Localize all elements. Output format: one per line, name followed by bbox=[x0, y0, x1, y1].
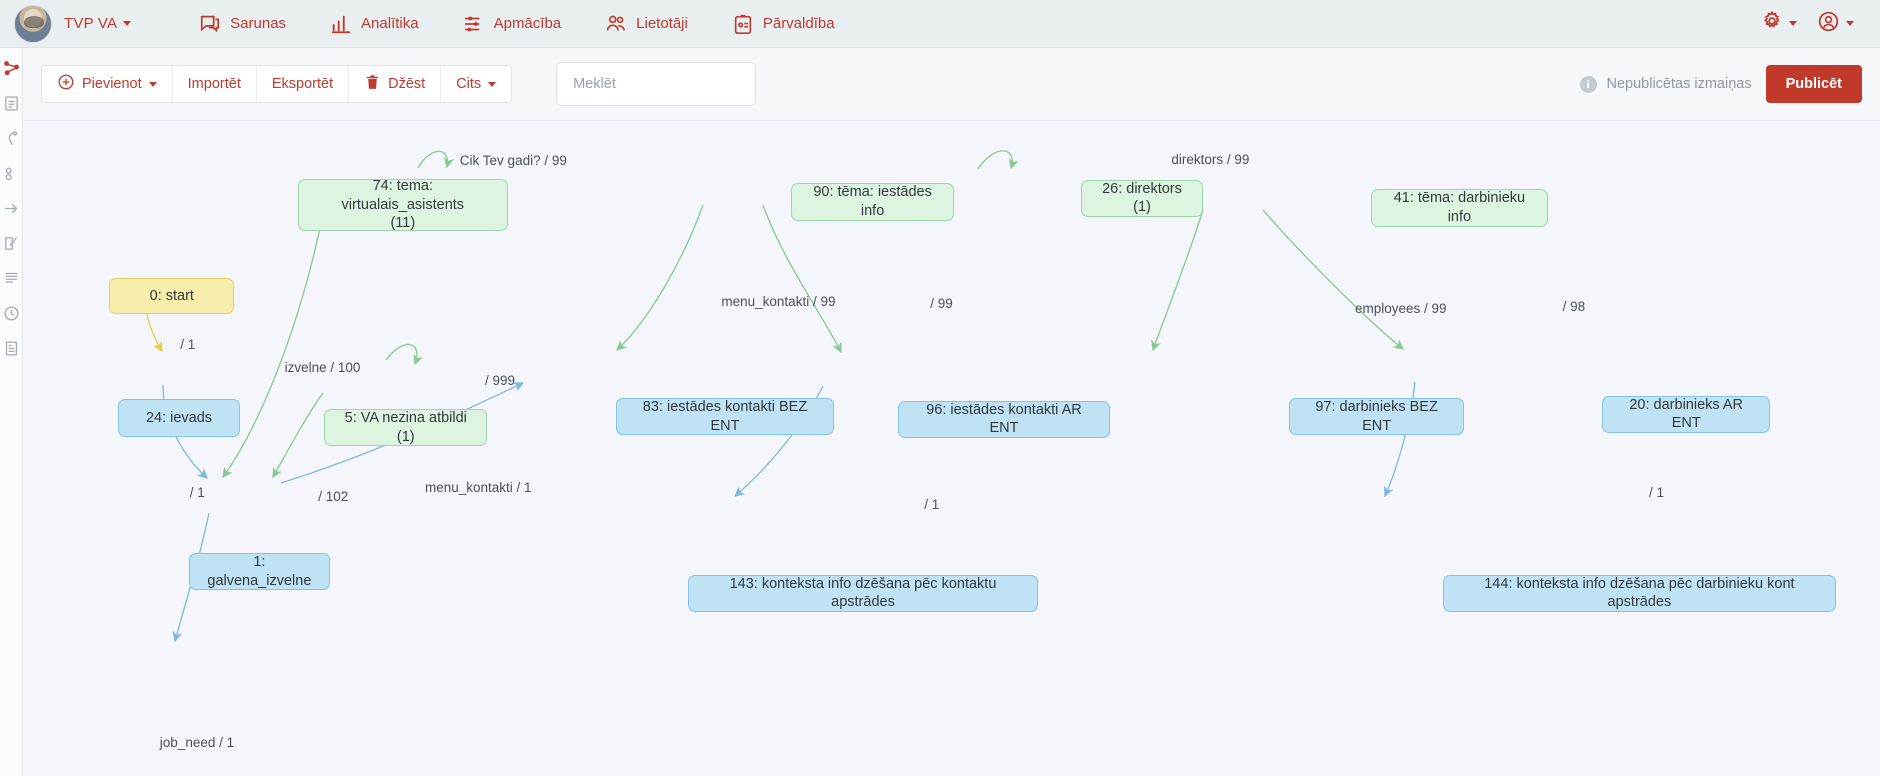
export-button[interactable]: Eksportēt bbox=[256, 66, 350, 102]
graph-node-n1[interactable]: 1: galvena_izvelne bbox=[188, 553, 331, 591]
notes-icon[interactable] bbox=[3, 340, 20, 357]
account-menu-button[interactable] bbox=[1809, 4, 1862, 44]
brand-label: TVP VA bbox=[64, 15, 118, 32]
entities-icon[interactable] bbox=[3, 165, 20, 182]
edit-box-icon[interactable] bbox=[3, 235, 20, 252]
publish-button[interactable]: Publicēt bbox=[1765, 65, 1862, 103]
list-icon[interactable] bbox=[3, 270, 20, 287]
toolbar-right-actions: i Nepublicētas izmaiņas Publicēt bbox=[1579, 65, 1862, 103]
edge-label: / 999 bbox=[485, 373, 516, 388]
settings-menu-button[interactable] bbox=[1753, 4, 1805, 43]
edge-label: / 102 bbox=[318, 489, 349, 505]
arrow-right-icon[interactable] bbox=[3, 200, 20, 217]
bar-chart-icon bbox=[330, 13, 352, 35]
graph-node-n144[interactable]: 144: konteksta info dzēšana pēc darbinie… bbox=[1442, 574, 1837, 612]
graph-node-n41[interactable]: 41: tēma: darbinieku info bbox=[1370, 189, 1549, 227]
nav-item-apmaciba[interactable]: Apmācība bbox=[441, 0, 584, 48]
edge-label: / 99 bbox=[930, 296, 953, 312]
edge-label: / 1 bbox=[180, 337, 196, 352]
edge-label: Cik Tev gadi? / 99 bbox=[459, 153, 567, 169]
export-button-label: Eksportēt bbox=[271, 76, 334, 92]
chat-icon bbox=[199, 13, 221, 35]
flow-graph-icon[interactable] bbox=[3, 60, 20, 77]
chevron-down-icon bbox=[488, 81, 497, 87]
nav-label: Sarunas bbox=[230, 15, 287, 32]
nav-item-parvaldiba[interactable]: Pārvaldība bbox=[710, 0, 857, 48]
nav-label: Apmācība bbox=[493, 15, 562, 32]
edge-label: employees / 99 bbox=[1355, 301, 1447, 316]
nav-item-lietotaji[interactable]: Lietotāji bbox=[583, 0, 710, 48]
graph-node-n5[interactable]: 5: VA nezina atbildi (1) bbox=[324, 409, 488, 447]
editor-toolbar: Pievienot Importēt Eksportēt Džēst Cits … bbox=[23, 48, 1880, 121]
edge-label: izvelne / 100 bbox=[284, 359, 361, 375]
edge-label: / 1 bbox=[189, 484, 205, 500]
brand-selector[interactable]: TVP VA bbox=[64, 15, 132, 32]
users-icon bbox=[605, 13, 627, 35]
graph-node-n24[interactable]: 24: ievads bbox=[117, 399, 241, 437]
search-input[interactable] bbox=[571, 75, 742, 93]
nav-item-analitika[interactable]: Analītika bbox=[308, 0, 441, 48]
delete-button[interactable]: Džēst bbox=[349, 66, 442, 102]
clock-icon[interactable] bbox=[3, 305, 20, 322]
gear-icon bbox=[1761, 10, 1783, 37]
graph-node-n74[interactable]: 74: tema: virtualais_asistents (11) bbox=[297, 178, 508, 232]
unpublished-changes-label: Nepublicētas izmaiņas bbox=[1606, 76, 1752, 92]
info-icon: i bbox=[1579, 75, 1597, 93]
nav-label: Pārvaldība bbox=[762, 15, 835, 32]
import-button-label: Importēt bbox=[187, 76, 241, 92]
edge-label: direktors / 99 bbox=[1171, 152, 1250, 168]
import-button[interactable]: Importēt bbox=[172, 66, 257, 102]
topbar-right-actions bbox=[1753, 4, 1880, 44]
intent-icon[interactable] bbox=[3, 130, 20, 147]
edge-label: / 1 bbox=[924, 496, 940, 512]
nav-item-sarunas[interactable]: Sarunas bbox=[177, 0, 308, 48]
chevron-down-icon bbox=[148, 81, 157, 87]
flow-graph-canvas[interactable]: 74: tema: virtualais_asistents (11) 0: st… bbox=[23, 121, 1880, 776]
nav-label: Lietotāji bbox=[636, 15, 688, 32]
graph-node-n26[interactable]: 26: direktors (1) bbox=[1081, 179, 1203, 217]
graph-node-n143[interactable]: 143: konteksta info dzēšana pēc kontaktu… bbox=[687, 574, 1039, 612]
chevron-down-icon bbox=[1846, 21, 1854, 26]
toolbar-button-group: Pievienot Importēt Eksportēt Džēst Cits bbox=[41, 65, 513, 103]
edge-label: / 98 bbox=[1562, 298, 1586, 314]
top-navigation-bar: TVP VA Sarunas Analītika Apmācība bbox=[0, 0, 1880, 48]
document-icon[interactable] bbox=[3, 95, 20, 112]
trash-icon bbox=[364, 74, 381, 95]
edge-label: menu_kontakti / 99 bbox=[721, 293, 836, 309]
graph-node-n0[interactable]: 0: start bbox=[109, 278, 235, 315]
edge-label: menu_kontakti / 1 bbox=[425, 479, 532, 495]
id-card-icon bbox=[732, 13, 754, 35]
graph-node-n83[interactable]: 83: iestādes kontakti BEZ ENT bbox=[615, 398, 835, 436]
graph-node-n20[interactable]: 20: darbinieks AR ENT bbox=[1602, 395, 1771, 433]
delete-button-label: Džēst bbox=[388, 76, 426, 92]
unpublished-changes-status: i Nepublicētas izmaiņas bbox=[1579, 75, 1752, 93]
more-button-label: Cits bbox=[456, 76, 482, 92]
add-button-label: Pievienot bbox=[82, 76, 142, 92]
user-circle-icon bbox=[1817, 10, 1840, 38]
search-box[interactable] bbox=[556, 62, 757, 106]
more-button[interactable]: Cits bbox=[441, 66, 512, 102]
nav-label: Analītika bbox=[361, 15, 419, 32]
avatar bbox=[14, 4, 52, 43]
left-icon-rail bbox=[0, 48, 23, 776]
graph-node-n97[interactable]: 97: darbinieks BEZ ENT bbox=[1289, 398, 1465, 436]
edge-label: job_need / 1 bbox=[159, 735, 235, 751]
graph-node-n96[interactable]: 96: iestādes kontakti AR ENT bbox=[897, 400, 1111, 438]
add-button[interactable]: Pievienot bbox=[42, 66, 173, 102]
training-nodes-icon bbox=[463, 13, 485, 35]
graph-node-n90[interactable]: 90: tēma: iestādes info bbox=[791, 183, 955, 221]
chevron-down-icon bbox=[123, 21, 132, 26]
plus-circle-icon bbox=[57, 73, 75, 95]
edge-label: / 1 bbox=[1649, 484, 1665, 500]
chevron-down-icon bbox=[1789, 21, 1797, 26]
